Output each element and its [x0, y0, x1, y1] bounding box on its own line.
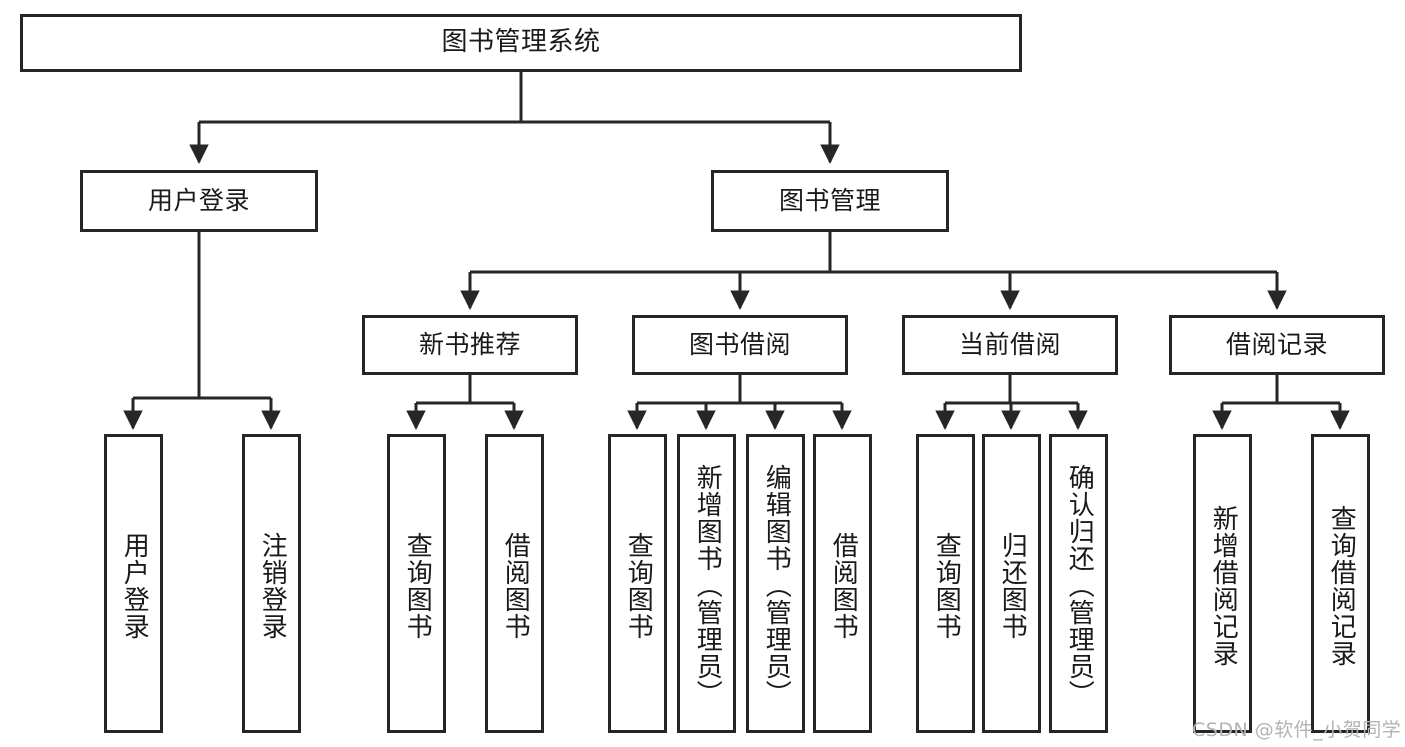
node-leaf-add-book-label: 新增图书（管理员） — [692, 464, 723, 707]
node-user-login[interactable]: 用户登录 — [80, 170, 318, 232]
node-leaf-confirm-return[interactable]: 确认归还（管理员） — [1049, 434, 1108, 733]
node-book-borrow[interactable]: 图书借阅 — [632, 315, 848, 375]
node-root-label: 图书管理系统 — [441, 27, 601, 58]
node-borrow-record-label: 借阅记录 — [1225, 330, 1328, 359]
node-leaf-query-book-3-label: 查询图书 — [931, 531, 962, 640]
node-leaf-borrow-book-2-label: 借阅图书 — [828, 531, 859, 640]
node-leaf-user-login[interactable]: 用户登录 — [104, 434, 163, 733]
node-leaf-query-book-2-label: 查询图书 — [623, 531, 654, 640]
node-current-borrow[interactable]: 当前借阅 — [902, 315, 1118, 375]
node-leaf-add-book[interactable]: 新增图书（管理员） — [677, 434, 736, 733]
node-leaf-user-login-label: 用户登录 — [119, 531, 150, 640]
node-leaf-edit-book[interactable]: 编辑图书（管理员） — [746, 434, 805, 733]
node-leaf-query-book-2[interactable]: 查询图书 — [608, 434, 667, 733]
node-leaf-borrow-book-1[interactable]: 借阅图书 — [485, 434, 544, 733]
node-leaf-query-book-1-label: 查询图书 — [402, 531, 433, 640]
node-user-login-label: 用户登录 — [147, 186, 250, 215]
node-leaf-edit-book-label: 编辑图书（管理员） — [761, 464, 792, 707]
node-leaf-query-record-label: 查询借阅记录 — [1326, 504, 1357, 667]
node-new-book-recommend[interactable]: 新书推荐 — [362, 315, 578, 375]
node-root[interactable]: 图书管理系统 — [20, 14, 1022, 72]
node-leaf-query-book-3[interactable]: 查询图书 — [916, 434, 975, 733]
node-leaf-borrow-book-1-label: 借阅图书 — [500, 531, 531, 640]
node-borrow-record[interactable]: 借阅记录 — [1169, 315, 1385, 375]
node-leaf-return-book[interactable]: 归还图书 — [982, 434, 1041, 733]
node-leaf-query-book-1[interactable]: 查询图书 — [387, 434, 446, 733]
node-book-management-label: 图书管理 — [778, 186, 881, 215]
node-leaf-borrow-book-2[interactable]: 借阅图书 — [813, 434, 872, 733]
node-leaf-logout-label: 注销登录 — [257, 531, 288, 640]
node-leaf-confirm-return-label: 确认归还（管理员） — [1064, 464, 1095, 707]
node-book-borrow-label: 图书借阅 — [688, 330, 791, 359]
node-leaf-return-book-label: 归还图书 — [997, 531, 1028, 640]
node-book-management[interactable]: 图书管理 — [711, 170, 949, 232]
watermark: CSDN @软件_小贺同学 — [1192, 719, 1402, 741]
node-leaf-query-record[interactable]: 查询借阅记录 — [1311, 434, 1370, 733]
node-leaf-add-record-label: 新增借阅记录 — [1208, 504, 1239, 667]
node-leaf-logout[interactable]: 注销登录 — [242, 434, 301, 733]
node-new-book-recommend-label: 新书推荐 — [418, 330, 521, 359]
node-leaf-add-record[interactable]: 新增借阅记录 — [1193, 434, 1252, 733]
node-current-borrow-label: 当前借阅 — [958, 330, 1061, 359]
